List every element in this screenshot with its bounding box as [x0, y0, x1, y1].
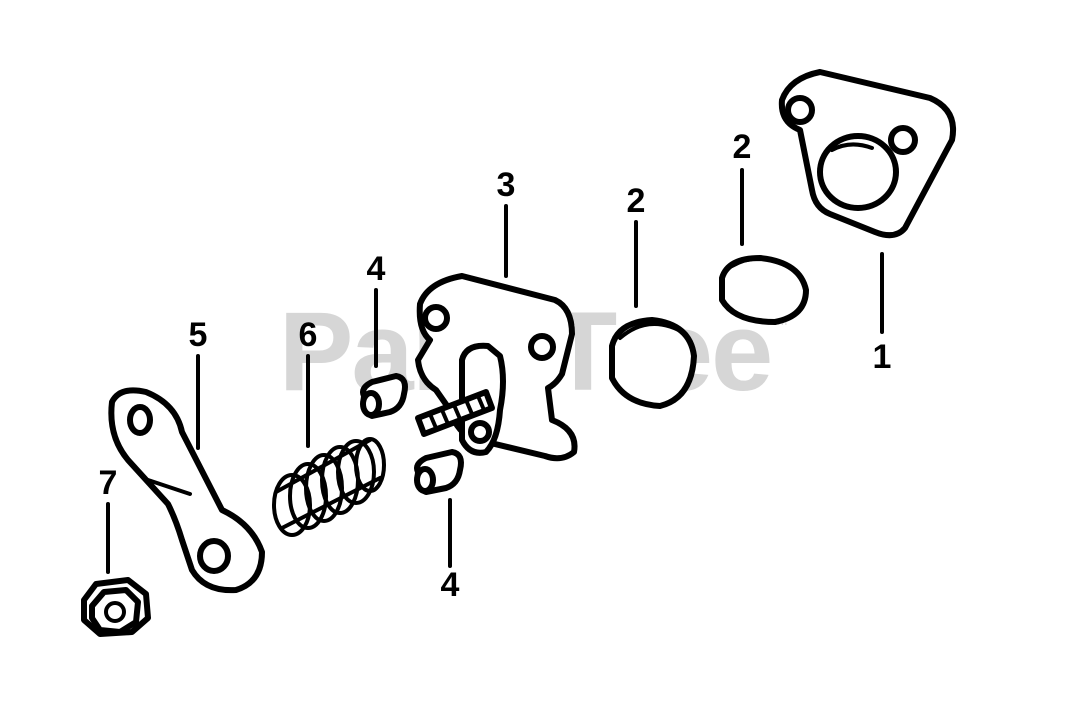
part-7-hex-nut[interactable] — [81, 577, 151, 637]
part-4-pin-upper[interactable] — [360, 373, 408, 419]
callout-2-lower[interactable]: 2 — [627, 182, 646, 220]
part-4-pin-lower[interactable] — [414, 449, 464, 495]
callout-3[interactable]: 3 — [497, 166, 516, 204]
part-3-valve-body[interactable] — [415, 273, 578, 462]
callout-4-lower[interactable]: 4 — [441, 566, 460, 604]
callout-1[interactable]: 1 — [873, 338, 892, 376]
callout-2-upper[interactable]: 2 — [733, 128, 752, 166]
callout-6[interactable]: 6 — [299, 316, 318, 354]
callout-4-upper[interactable]: 4 — [367, 250, 386, 288]
callout-7[interactable]: 7 — [99, 464, 118, 502]
part-1-flange-gasket[interactable] — [778, 69, 956, 239]
part-2-disc-upper[interactable] — [719, 255, 809, 325]
part-2-disc-lower[interactable] — [609, 317, 697, 409]
part-5-lever-arm[interactable] — [108, 387, 265, 594]
callout-5[interactable]: 5 — [189, 316, 208, 354]
part-6-coil-spring[interactable] — [272, 437, 386, 537]
